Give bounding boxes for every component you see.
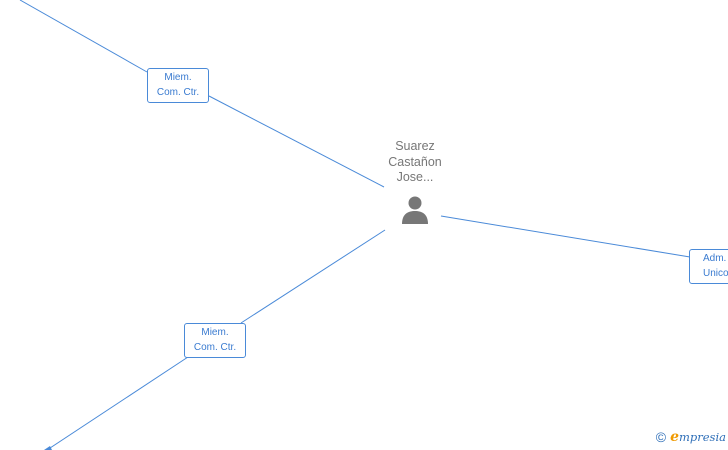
edge-label-line: Adm.	[703, 253, 727, 264]
person-name-line: Suarez	[395, 139, 435, 153]
edge-label-adm-unico[interactable]: Adm. Unico,	[689, 249, 728, 284]
arrow-head-icon	[44, 446, 52, 450]
edge-line-bottom-left	[46, 356, 189, 450]
person-name[interactable]: Suarez Castañon Jose...	[365, 139, 465, 186]
edge-label-line: Com. Ctr.	[156, 87, 200, 98]
edge-label-line: Unico,	[703, 268, 728, 279]
person-icon[interactable]	[400, 194, 430, 224]
edge-line-top-left	[19, 0, 148, 73]
edge-line-top-left-inner	[208, 95, 385, 188]
edge-label-line: Miem.	[164, 72, 192, 83]
brand-logo-initial: e	[670, 429, 679, 445]
edge-label-line: Com. Ctr.	[193, 342, 237, 353]
person-name-line: Castañon	[388, 154, 442, 169]
edge-label-miem-com-ctr-top[interactable]: Miem. Com. Ctr.	[147, 68, 209, 103]
person-name-line: Jose...	[396, 170, 434, 184]
edge-label-line: Miem.	[201, 327, 229, 338]
brand-watermark: © empresia	[656, 429, 726, 445]
edge-line-bottom-left-inner	[240, 229, 386, 324]
edge-label-miem-com-ctr-bottom[interactable]: Miem. Com. Ctr.	[184, 323, 246, 358]
edge-line-right	[440, 215, 691, 258]
brand-logo: empresia	[670, 429, 726, 445]
brand-logo-text: mpresia	[678, 430, 726, 444]
copyright-symbol: ©	[655, 429, 667, 445]
